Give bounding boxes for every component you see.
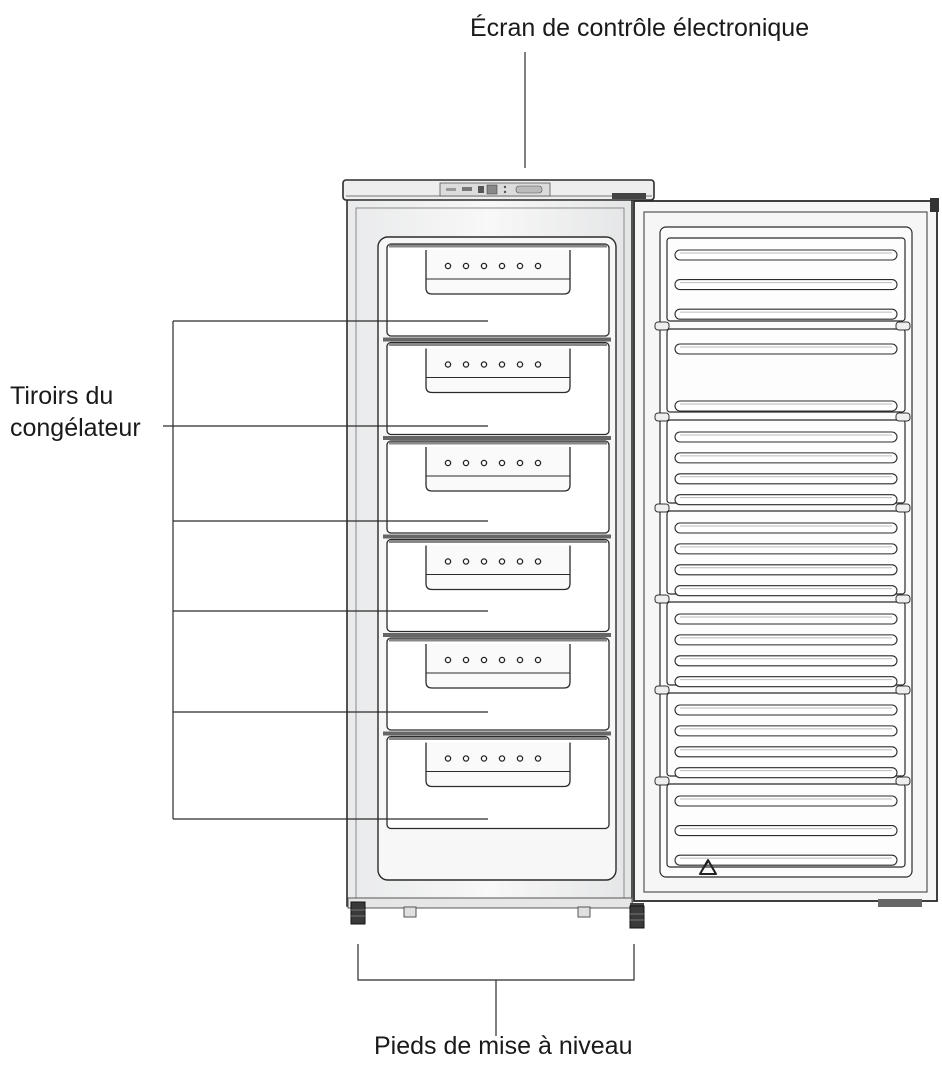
- leveling-foot-left: [350, 901, 366, 925]
- door-shelf: [654, 685, 911, 779]
- label-freezer-drawers: Tiroirs du congélateur: [10, 380, 141, 444]
- label-freezer-drawers-line1: Tiroirs du: [10, 382, 114, 410]
- freezer-drawer[interactable]: [386, 341, 610, 436]
- freezer-drawer[interactable]: [386, 538, 610, 633]
- freezer-drawer[interactable]: [386, 637, 610, 731]
- freezer-door-open[interactable]: [630, 198, 939, 909]
- freezer-drawer[interactable]: [386, 735, 610, 830]
- door-shelf: [654, 503, 911, 597]
- callout-bracket-drawers: [163, 320, 488, 820]
- freezer-drawer[interactable]: [386, 440, 610, 534]
- recycle-triangle-icon: [699, 859, 717, 875]
- label-control-screen: Écran de contrôle électronique: [470, 14, 810, 42]
- drawer-handle[interactable]: [425, 250, 571, 295]
- leveling-foot-right: [629, 905, 645, 929]
- door-shelf: [654, 321, 911, 413]
- label-leveling-feet: Pieds de mise à niveau: [374, 1032, 633, 1060]
- drawer-handle[interactable]: [425, 348, 571, 394]
- label-freezer-drawers-line2: congélateur: [10, 414, 141, 442]
- drawer-handle[interactable]: [425, 644, 571, 689]
- door-shelf: [654, 776, 911, 868]
- callout-bracket-leveling-feet: [357, 944, 635, 1036]
- drawer-handle[interactable]: [425, 742, 571, 788]
- door-shelf: [666, 237, 906, 322]
- drawer-handle[interactable]: [425, 447, 571, 492]
- freezer-drawer[interactable]: [386, 243, 610, 337]
- drawer-handle[interactable]: [425, 545, 571, 591]
- electronic-control-panel[interactable]: [439, 182, 551, 197]
- door-shelf: [654, 594, 911, 688]
- freezer-cabinet: [342, 179, 655, 918]
- door-shelf: [654, 412, 911, 506]
